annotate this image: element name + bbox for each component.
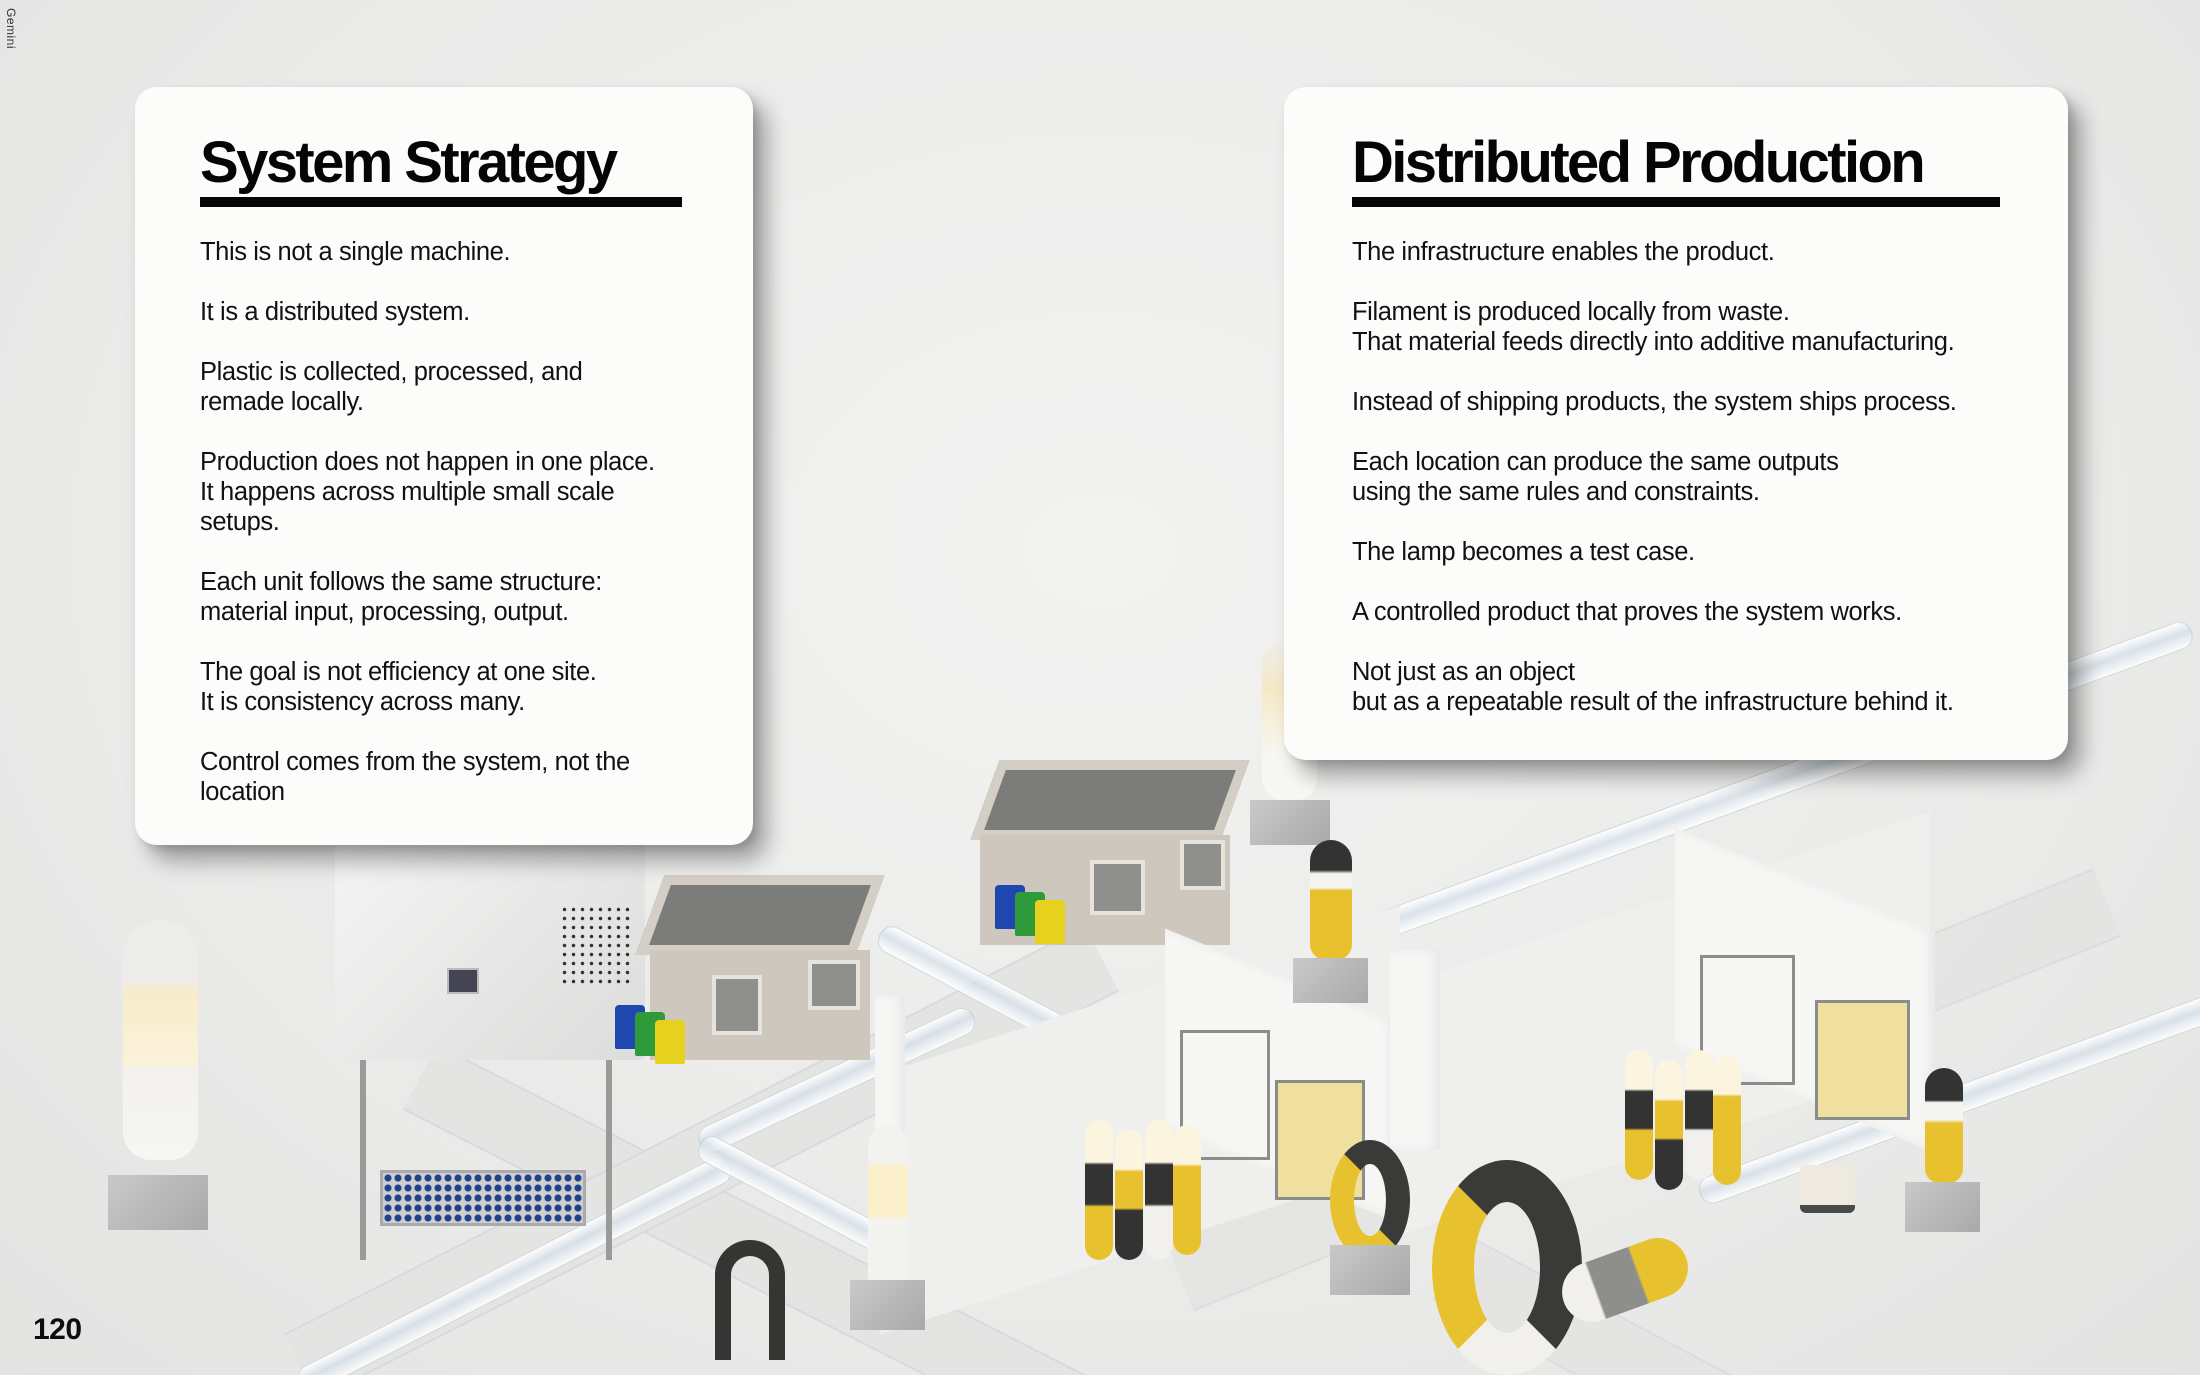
distributed-production-card: Distributed Production The infrastructur… — [1284, 87, 2068, 760]
text-line: using the same rules and constraints. — [1352, 478, 1760, 506]
lamp-plinth — [850, 1280, 925, 1330]
page-number: 120 — [33, 1313, 82, 1346]
text-line: The lamp becomes a test case. — [1352, 538, 1695, 566]
text-line: Instead of shipping products, the system… — [1352, 388, 1957, 416]
text-line: setups. — [200, 508, 280, 536]
lamp-plinth — [1250, 800, 1330, 845]
delivery-vehicle — [1800, 1165, 1855, 1213]
paragraph: The infrastructure enables the product. — [1352, 237, 2068, 267]
watermark: Gemini — [4, 8, 18, 50]
text-line: location — [200, 778, 285, 806]
text-line: It is consistency across many. — [200, 688, 525, 716]
shredder-vent — [560, 905, 630, 985]
paragraph: Production does not happen in one place.… — [200, 447, 753, 537]
text-line: Production does not happen in one place. — [200, 448, 655, 476]
lamp-plinth — [1330, 1245, 1410, 1295]
paragraph: Each location can produce the same outpu… — [1352, 447, 2068, 507]
paragraph: Instead of shipping products, the system… — [1352, 387, 2068, 417]
building-window — [1090, 860, 1145, 915]
text-line: That material feeds directly into additi… — [1352, 328, 1955, 356]
paragraph: Each unit follows the same structure:mat… — [200, 567, 753, 627]
title-underline — [1352, 197, 2000, 207]
pellet-tray — [380, 1170, 586, 1226]
text-line: The goal is not efficiency at one site. — [200, 658, 597, 686]
system-strategy-card: System Strategy This is not a single mac… — [135, 87, 753, 845]
building-window — [808, 960, 860, 1010]
building-roof — [970, 760, 1250, 840]
lamp-plinth — [1905, 1182, 1980, 1232]
printer-frame — [1700, 955, 1795, 1085]
printed-lamp — [1925, 1068, 1963, 1183]
text-line: but as a repeatable result of the infras… — [1352, 688, 1954, 716]
arch-lamp — [715, 1240, 785, 1360]
printed-lamp — [123, 920, 198, 1160]
text-line: material input, processing, output. — [200, 598, 569, 626]
text-line: This is not a single machine. — [200, 238, 511, 266]
recycling-bin-yellow — [655, 1020, 685, 1064]
paragraph: Filament is produced locally from waste.… — [1352, 297, 2068, 357]
paragraph: It is a distributed system. — [200, 297, 753, 327]
building-roof — [635, 875, 885, 955]
card-body: This is not a single machine. It is a di… — [200, 237, 753, 807]
text-line: Each unit follows the same structure: — [200, 568, 602, 596]
building-window — [712, 975, 762, 1035]
lamp-plinth — [108, 1175, 208, 1230]
recycling-bin-yellow — [1035, 900, 1065, 944]
text-line: remade locally. — [200, 388, 364, 416]
lamp-plinth — [1293, 958, 1368, 1003]
text-line: Not just as an object — [1352, 658, 1575, 686]
card-title: System Strategy — [200, 130, 618, 195]
paragraph: The lamp becomes a test case. — [1352, 537, 2068, 567]
text-line: Filament is produced locally from waste. — [1352, 298, 1790, 326]
text-line: It is a distributed system. — [200, 298, 470, 326]
paragraph: The goal is not efficiency at one site.I… — [200, 657, 753, 717]
text-line: The infrastructure enables the product. — [1352, 238, 1775, 266]
shredder-screen — [447, 968, 479, 994]
building-window — [1180, 840, 1225, 890]
printer-frame — [1180, 1030, 1270, 1160]
text-line: Each location can produce the same outpu… — [1352, 448, 1839, 476]
title-underline — [200, 197, 682, 207]
printed-lamp — [868, 1125, 908, 1290]
shredder-frame — [360, 1060, 612, 1260]
lamp-cluster — [1625, 1050, 1741, 1190]
ribbed-torus-sculpture — [1330, 1140, 1410, 1260]
paragraph: A controlled product that proves the sys… — [1352, 597, 2068, 627]
text-line: A controlled product that proves the sys… — [1352, 598, 1902, 626]
workshop-wall — [1390, 950, 1440, 1150]
ribbed-torus-sculpture — [1432, 1160, 1582, 1375]
text-line: Plastic is collected, processed, and — [200, 358, 583, 386]
card-body: The infrastructure enables the product. … — [1352, 237, 2068, 717]
lamp-cluster — [1085, 1120, 1201, 1260]
storage-shelf — [1275, 1080, 1365, 1200]
printed-lamp — [1310, 840, 1352, 960]
paragraph: This is not a single machine. — [200, 237, 753, 267]
storage-shelf — [1815, 1000, 1910, 1120]
text-line: It happens across multiple small scale — [200, 478, 615, 506]
text-line: Control comes from the system, not the — [200, 748, 630, 776]
card-title: Distributed Production — [1352, 130, 1926, 195]
